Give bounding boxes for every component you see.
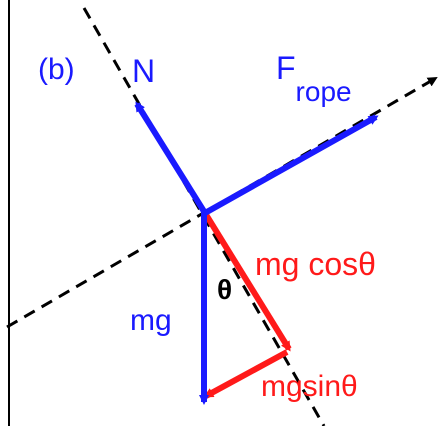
normal-force-label: N (132, 53, 156, 89)
normal-force-arrow (134, 101, 208, 215)
rope-force-label: Frope (276, 50, 352, 106)
mg-sin-component-arrow (203, 349, 289, 399)
rope-force-arrow (203, 114, 379, 216)
panel-label: (b) (38, 53, 75, 86)
mg-cos-label: mg cosθ (255, 246, 376, 282)
rope-force-subscript: rope (295, 76, 352, 107)
weight-label: mg (130, 304, 172, 337)
angle-label: θ (217, 274, 233, 305)
mg-cos-component-arrow (202, 211, 292, 352)
mg-sin-label: mgsinθ (261, 370, 358, 403)
rope-force-symbol: F (276, 50, 296, 86)
